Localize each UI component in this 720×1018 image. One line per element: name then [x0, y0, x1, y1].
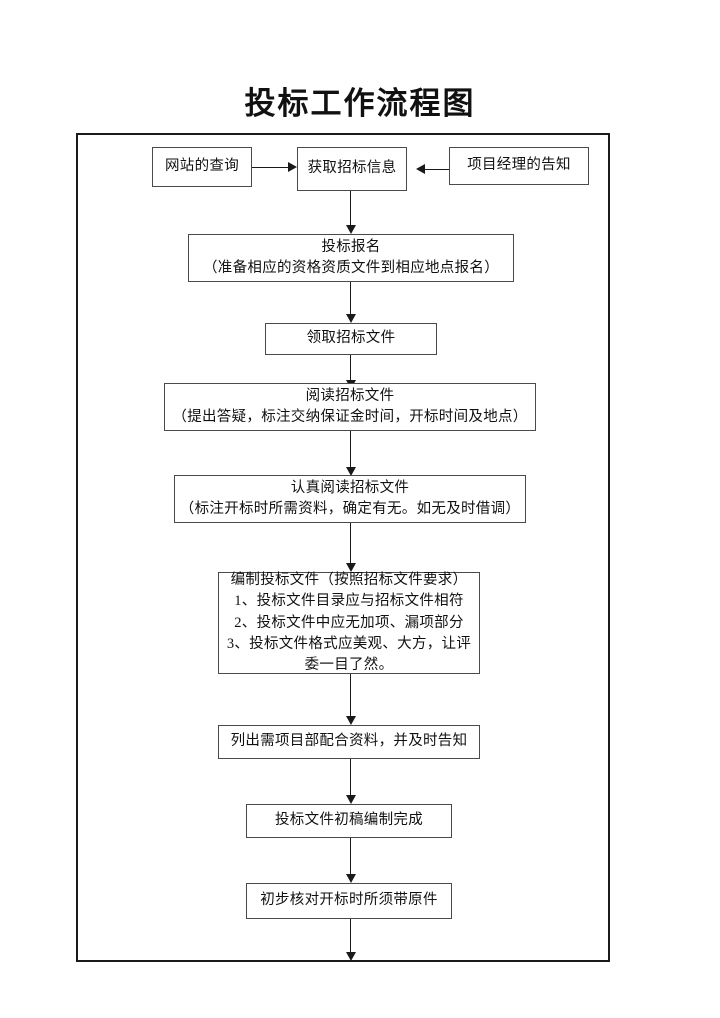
edge-getinfo-to-registration-arrowhead — [346, 225, 356, 234]
edge-careful-to-compile-line — [350, 523, 351, 563]
node-line: 投标报名 — [321, 238, 381, 255]
node-line: 3、投标文件格式应美观、大方，让评 — [226, 635, 472, 652]
node-bid-registration[interactable]: 投标报名 （准备相应的资格资质文件到相应地点报名） — [188, 234, 514, 282]
edge-verify-to-bottom-line — [350, 919, 351, 955]
node-get-bid-info[interactable]: 获取招标信息 — [297, 147, 407, 191]
edge-registration-to-collect-arrowhead — [346, 314, 356, 323]
edge-pm-to-getinfo-arrowhead — [416, 164, 425, 174]
node-list-project-support[interactable]: 列出需项目部配合资料，并及时告知 — [218, 725, 480, 759]
node-careful-read-docs[interactable]: 认真阅读招标文件 （标注开标时所需资料，确定有无。如无及时借调） — [174, 475, 526, 523]
node-line: 委一目了然。 — [304, 656, 394, 673]
edge-careful-to-compile-arrowhead — [346, 563, 356, 572]
edge-website-to-getinfo-line — [252, 167, 288, 168]
edge-pm-to-getinfo-line — [425, 169, 450, 170]
node-draft-complete[interactable]: 投标文件初稿编制完成 — [246, 804, 452, 838]
edge-collect-to-read-line — [350, 355, 351, 390]
node-line: 认真阅读招标文件 — [290, 479, 410, 496]
node-line: 编制投标文件（按照招标文件要求） — [230, 572, 468, 589]
node-line: 项目经理的告知 — [467, 157, 571, 174]
edge-compile-to-list-line — [350, 674, 351, 722]
node-read-bid-docs[interactable]: 阅读招标文件 （提出答疑，标注交纳保证金时间，开标时间及地点） — [164, 383, 536, 431]
node-line: 投标文件初稿编制完成 — [275, 812, 423, 829]
edge-compile-to-list-arrowhead — [346, 716, 356, 725]
node-verify-originals[interactable]: 初步核对开标时所须带原件 — [246, 883, 452, 919]
node-collect-bid-docs[interactable]: 领取招标文件 — [265, 323, 437, 355]
flowchart-frame: 网站的查询 获取招标信息 项目经理的告知 投标报名 （准备相应的资格资质文件到相… — [76, 133, 610, 962]
node-line: 1、投标文件目录应与招标文件相符 — [234, 593, 464, 610]
node-line: （提出答疑，标注交纳保证金时间，开标时间及地点） — [172, 409, 528, 425]
edge-read-to-careful-line — [350, 431, 351, 467]
page-title: 投标工作流程图 — [244, 86, 476, 122]
node-line: 获取招标信息 — [307, 160, 397, 177]
edge-website-to-getinfo-arrowhead — [288, 162, 297, 172]
node-line: 列出需项目部配合资料，并及时告知 — [230, 733, 468, 750]
edge-read-to-careful-arrowhead — [346, 467, 356, 476]
node-line: 2、投标文件中应无加项、漏项部分 — [234, 614, 464, 631]
edge-list-to-draft-line — [350, 759, 351, 801]
node-line: （标注开标时所需资料，确定有无。如无及时借调） — [179, 501, 521, 517]
node-line: 网站的查询 — [165, 158, 239, 175]
edge-list-to-draft-arrowhead — [346, 795, 356, 804]
edge-registration-to-collect-line — [350, 282, 351, 314]
node-line: 阅读招标文件 — [305, 387, 395, 404]
node-compile-tender-docs[interactable]: 编制投标文件（按照招标文件要求） 1、投标文件目录应与招标文件相符 2、投标文件… — [218, 572, 480, 674]
edge-draft-to-verify-line — [350, 838, 351, 880]
node-pm-notice[interactable]: 项目经理的告知 — [449, 147, 589, 185]
edge-verify-to-bottom-arrowhead — [346, 952, 356, 961]
node-line: 领取招标文件 — [306, 330, 396, 347]
node-line: （准备相应的资格资质文件到相应地点报名） — [203, 260, 499, 276]
edge-getinfo-to-registration-line — [350, 191, 351, 225]
node-line: 初步核对开标时所须带原件 — [260, 892, 438, 909]
edge-draft-to-verify-arrowhead — [346, 874, 356, 883]
node-website-query[interactable]: 网站的查询 — [152, 147, 252, 187]
